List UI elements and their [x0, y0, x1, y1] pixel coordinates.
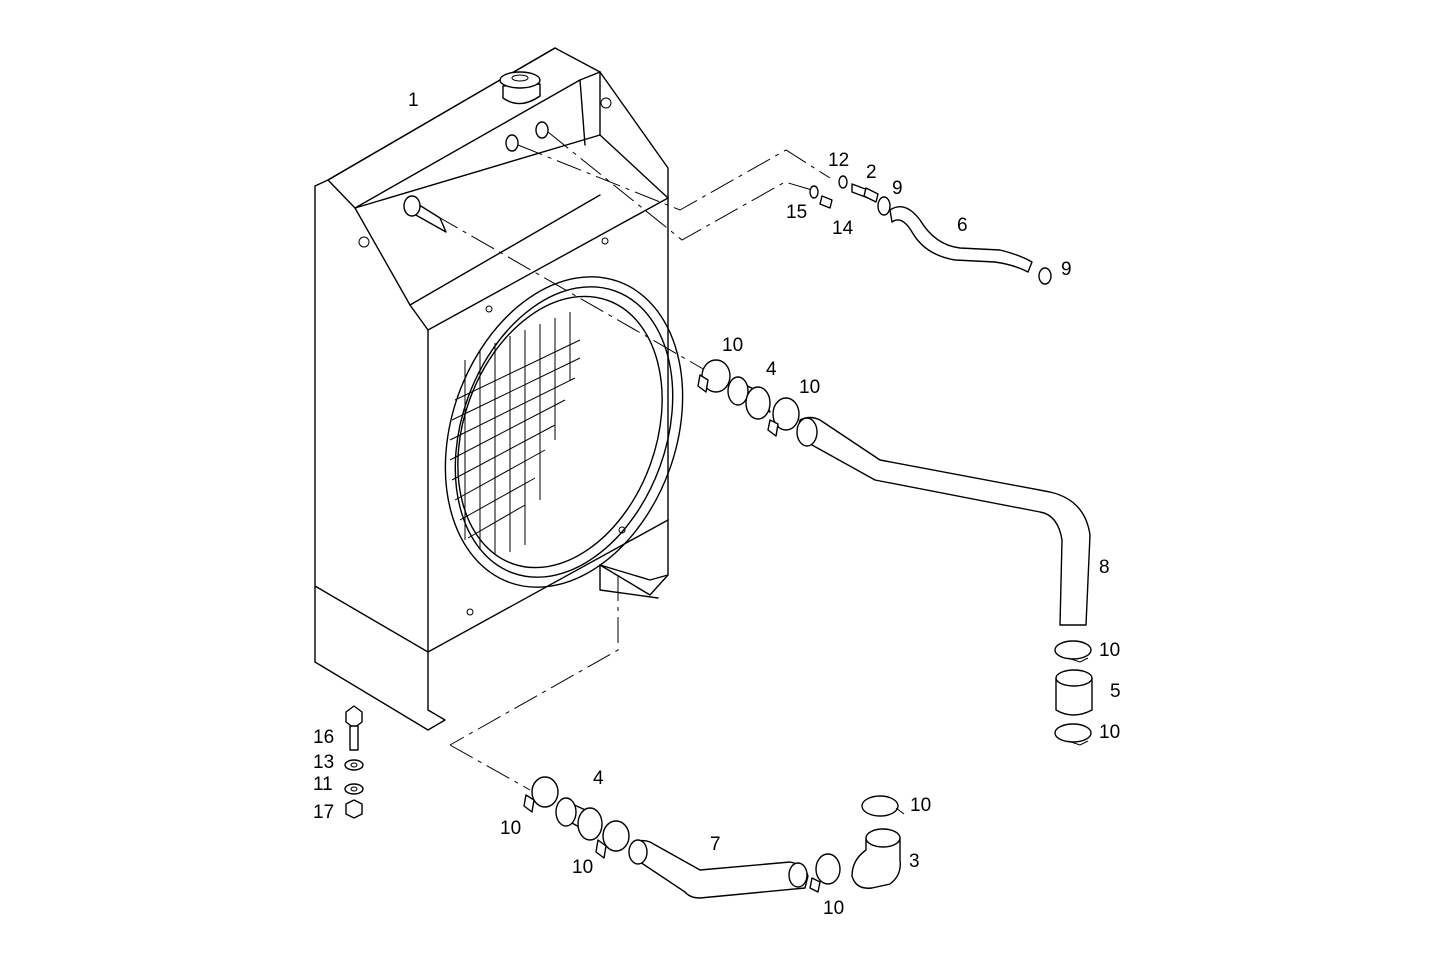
callout-c6: 6	[957, 215, 968, 236]
callout-c8: 8	[1099, 557, 1110, 578]
callout-c15: 15	[786, 202, 807, 223]
callout-c10a: 10	[722, 335, 743, 356]
radiator	[314, 47, 684, 731]
callout-c3: 3	[909, 851, 920, 872]
callout-c10b: 10	[799, 377, 820, 398]
callout-c10e: 10	[500, 818, 521, 839]
callout-c12: 12	[828, 150, 849, 171]
callout-c10d: 10	[1099, 722, 1120, 743]
lower-hose-assembly	[523, 776, 905, 899]
callout-c10h: 10	[823, 898, 844, 919]
callout-c9b: 9	[1061, 259, 1072, 280]
callout-c17: 17	[313, 802, 334, 823]
bolt-stack	[344, 705, 364, 819]
callout-c11: 11	[313, 774, 333, 795]
callout-c2: 2	[866, 162, 877, 183]
callout-c1: 1	[408, 90, 419, 111]
callout-c13: 13	[313, 752, 334, 773]
upper-fittings	[809, 175, 1052, 285]
callout-c10g: 10	[910, 795, 931, 816]
callout-c4a: 4	[766, 359, 777, 380]
callout-c4b: 4	[593, 768, 604, 789]
callout-c14: 14	[832, 218, 854, 239]
callout-c7: 7	[710, 834, 721, 855]
callout-c10c: 10	[1099, 640, 1120, 661]
upper-hose-assembly	[697, 359, 1093, 746]
callout-c10f: 10	[572, 857, 593, 878]
leader-lines	[434, 131, 831, 791]
callout-c5: 5	[1110, 681, 1121, 702]
callout-c9a: 9	[892, 178, 903, 199]
callout-c16: 16	[313, 727, 334, 748]
